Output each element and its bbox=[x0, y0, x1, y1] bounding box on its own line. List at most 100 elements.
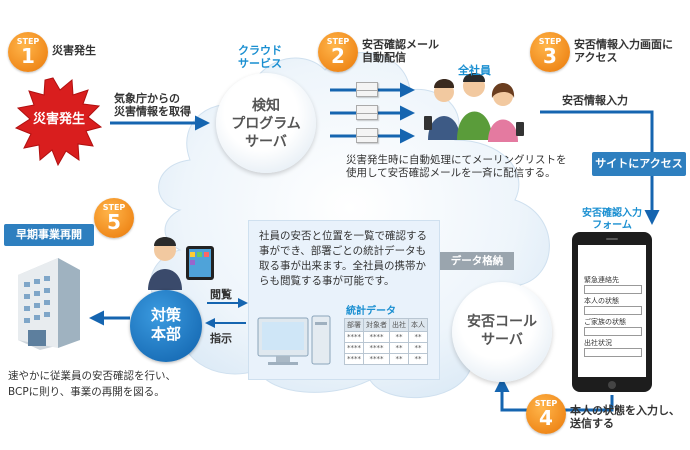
stats-header: 部署 bbox=[344, 318, 364, 332]
step-2-number: 2 bbox=[331, 44, 345, 68]
emergency-contact-input[interactable] bbox=[584, 285, 642, 294]
stats-cell: **** bbox=[344, 342, 364, 354]
meteorology-text: 気象庁からの 災害情報を取得 bbox=[114, 92, 191, 118]
view-label: 閲覧 bbox=[210, 288, 232, 301]
stats-cell: ** bbox=[389, 331, 409, 343]
phone-form: 緊急連絡先 本人の状態 ご家族の状態 出社状況 bbox=[584, 276, 644, 360]
stats-row: **** **** ** ** bbox=[344, 331, 428, 343]
step-2-badge: STEP 2 bbox=[318, 32, 358, 72]
anpi-input-label: 安否情報入力 bbox=[562, 94, 628, 107]
hq-line2: 本部 bbox=[150, 325, 181, 343]
stats-cell: ** bbox=[408, 353, 428, 365]
step-1-title: 災害発生 bbox=[52, 44, 96, 57]
hq-line1: 対策 bbox=[150, 306, 181, 324]
mail-envelope-icon bbox=[356, 128, 378, 143]
employees-icon bbox=[424, 73, 524, 142]
field-label-emergency-contact: 緊急連絡先 bbox=[584, 276, 619, 284]
stats-cell: ** bbox=[408, 342, 428, 354]
stats-row: **** **** ** ** bbox=[344, 342, 428, 354]
cloud-label-line1: クラウド bbox=[238, 44, 282, 57]
stats-header-row: 部署 対象者 出社 本人 bbox=[344, 318, 428, 332]
form-title-line1: 安否確認入力 bbox=[582, 208, 642, 219]
stats-cell: **** bbox=[344, 331, 364, 343]
step-4-badge: STEP 4 bbox=[526, 394, 566, 434]
step-4-label: STEP bbox=[534, 399, 558, 408]
step-3-number: 3 bbox=[543, 44, 557, 68]
employees-label: 全社員 bbox=[458, 64, 491, 77]
cloud-service-label: クラウド サービス bbox=[232, 44, 288, 70]
step-2-title-line1: 安否確認メール bbox=[362, 38, 439, 51]
disaster-burst bbox=[14, 77, 103, 167]
stats-header: 対象者 bbox=[363, 318, 390, 332]
detect-server-line1: 検知 bbox=[252, 98, 280, 114]
bottom-desc-line1: 速やかに従業員の安否確認を行い、 bbox=[8, 370, 176, 382]
bottom-description: 速やかに従業員の安否確認を行い、 BCPに則り、事業の再開を図る。 bbox=[8, 368, 176, 400]
field-label-family-status: ご家族の状態 bbox=[584, 318, 626, 326]
mail-desc-line1: 災害発生時に自動処理にてメーリングリストを bbox=[346, 154, 567, 166]
family-status-select[interactable] bbox=[584, 327, 642, 336]
stats-cell: **** bbox=[363, 342, 390, 354]
step-3-title-line2: アクセス bbox=[574, 51, 618, 64]
stats-table: 部署 対象者 出社 本人 **** **** ** ** **** **** *… bbox=[344, 318, 428, 365]
info-line2: 事ができ、部署ごとの統計データも bbox=[259, 245, 427, 257]
mail-envelope-icon bbox=[356, 82, 378, 97]
step-2-title: 安否確認メール 自動配信 bbox=[362, 38, 439, 64]
self-status-select[interactable] bbox=[584, 306, 642, 315]
info-line1: 社員の安否と位置を一覧で確認する bbox=[259, 230, 427, 242]
early-resume-label: 早期事業再開 bbox=[4, 224, 94, 246]
anpi-call-server: 安否コール サーバ bbox=[452, 282, 552, 382]
mail-desc-line2: 使用して安否確認メールを一斉に配信する。 bbox=[346, 167, 556, 179]
field-label-attendance: 出社状況 bbox=[584, 339, 612, 347]
bottom-desc-line2: BCPに則り、事業の再開を図る。 bbox=[8, 386, 165, 398]
arrow-site-access bbox=[540, 110, 660, 225]
step-1-number: 1 bbox=[21, 44, 35, 68]
instruct-label: 指示 bbox=[210, 332, 232, 345]
building-icon bbox=[18, 258, 80, 350]
stats-header: 出社 bbox=[389, 318, 409, 332]
field-label-self-status: 本人の状態 bbox=[584, 297, 619, 305]
hq-circle: 対策 本部 bbox=[130, 290, 202, 362]
stats-row: **** **** ** ** bbox=[344, 353, 428, 365]
disaster-label: 災害発生 bbox=[32, 112, 85, 127]
step-4-number: 4 bbox=[539, 406, 553, 430]
detect-program-server: 検知 プログラム サーバ bbox=[216, 73, 316, 173]
call-server-line1: 安否コール bbox=[467, 314, 537, 330]
cloud-label-line2: サービス bbox=[238, 57, 282, 70]
meteorology-line1: 気象庁からの bbox=[114, 92, 180, 105]
attendance-select[interactable] bbox=[584, 348, 642, 357]
step-5-number: 5 bbox=[107, 210, 121, 234]
stats-cell: **** bbox=[363, 331, 390, 343]
step-3-title-line1: 安否情報入力画面に bbox=[574, 38, 673, 51]
stats-cell: **** bbox=[344, 353, 364, 365]
info-line3: 取る事が出来ます。全社員の携帯か bbox=[259, 260, 426, 272]
data-store-label: データ格納 bbox=[440, 252, 514, 270]
step-3-badge: STEP 3 bbox=[530, 32, 570, 72]
form-title: 安否確認入力 フォーム bbox=[566, 208, 658, 232]
step-5-badge: STEP 5 bbox=[94, 198, 134, 238]
step-5-label: STEP bbox=[102, 203, 126, 212]
info-text: 社員の安否と位置を一覧で確認する 事ができ、部署ごとの統計データも 取る事が出来… bbox=[259, 229, 427, 289]
call-server-line2: サーバ bbox=[481, 332, 523, 348]
hq-person-icon bbox=[148, 237, 214, 290]
step-2-label: STEP bbox=[326, 37, 350, 46]
site-access-label: サイトにアクセス bbox=[592, 152, 686, 176]
step-3-title: 安否情報入力画面に アクセス bbox=[574, 38, 673, 64]
stats-header: 本人 bbox=[408, 318, 428, 332]
stats-cell: ** bbox=[389, 342, 409, 354]
mail-description: 災害発生時に自動処理にてメーリングリストを 使用して安否確認メールを一斉に配信す… bbox=[346, 154, 567, 180]
step-4-title: 本人の状態を入力し、 送信する bbox=[570, 404, 680, 430]
stats-cell: ** bbox=[389, 353, 409, 365]
step-2-title-line2: 自動配信 bbox=[362, 51, 406, 64]
mail-envelope-icon bbox=[356, 105, 378, 120]
stats-title: 統計データ bbox=[346, 306, 396, 317]
stats-cell: **** bbox=[363, 353, 390, 365]
step-4-title-line2: 送信する bbox=[570, 417, 614, 430]
stats-cell: ** bbox=[408, 331, 428, 343]
step-1-badge: STEP 1 bbox=[8, 32, 48, 72]
detect-server-line2: プログラム bbox=[231, 116, 301, 132]
step-1-label: STEP bbox=[16, 37, 40, 46]
step-4-title-line1: 本人の状態を入力し、 bbox=[570, 404, 680, 417]
form-title-line2: フォーム bbox=[592, 220, 632, 231]
